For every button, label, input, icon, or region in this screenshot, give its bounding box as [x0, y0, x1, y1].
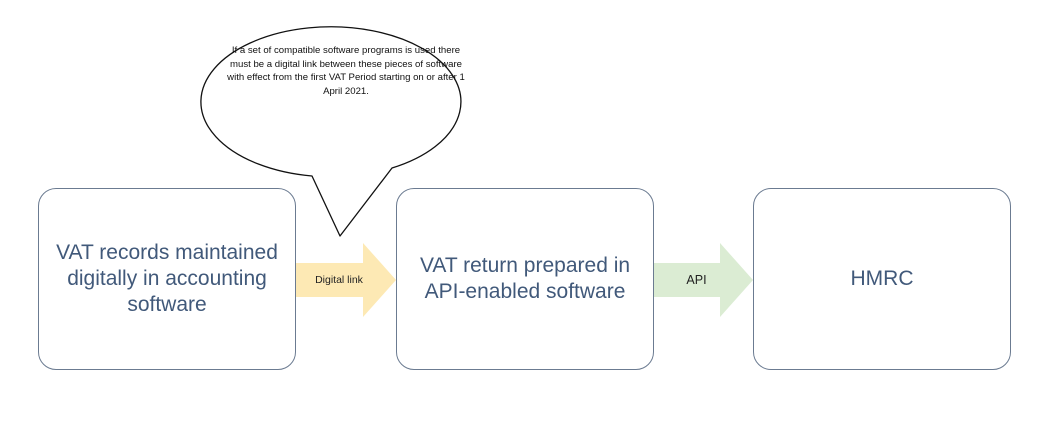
- hmrc-label: HMRC: [850, 266, 914, 290]
- api-arrow-shape: [654, 243, 753, 317]
- digital-link-arrow: Digital link: [296, 243, 396, 317]
- api-label: API: [686, 273, 707, 287]
- vat-records-label: VAT records maintained digitally in acco…: [56, 240, 278, 317]
- vat-return-label: VAT return prepared in API-enabled softw…: [419, 253, 631, 303]
- vat-return-box: VAT return prepared in API-enabled softw…: [396, 188, 654, 370]
- callout-text: If a set of compatible software programs…: [227, 45, 465, 97]
- hmrc-box: HMRC: [753, 188, 1011, 370]
- digital-link-label: Digital link: [315, 274, 363, 286]
- vat-records-box: VAT records maintained digitally in acco…: [38, 188, 296, 370]
- digital-link-arrow-shape: [296, 243, 396, 317]
- api-arrow: API: [654, 243, 753, 317]
